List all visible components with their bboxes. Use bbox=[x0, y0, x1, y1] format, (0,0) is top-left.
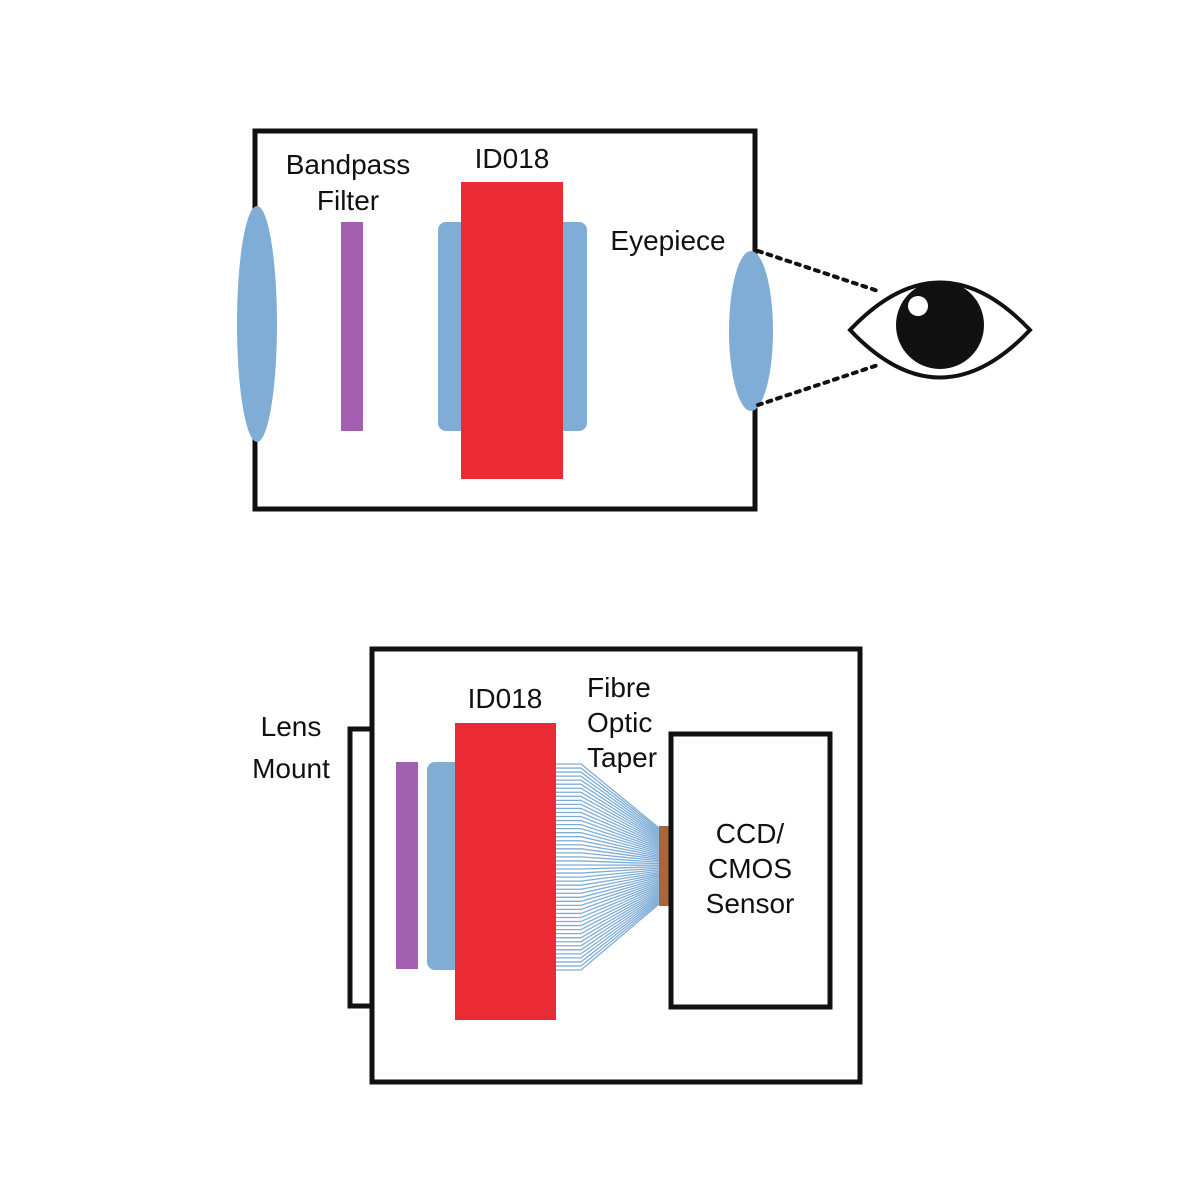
taper-fibre-line bbox=[556, 775, 660, 833]
sensor-coupling-plate bbox=[659, 826, 671, 906]
taper-fibre-line bbox=[556, 879, 660, 907]
taper-fibre-line bbox=[556, 860, 660, 865]
taper-fibre-line bbox=[556, 884, 660, 919]
bandpass-filter-label-line1: Bandpass bbox=[286, 149, 411, 180]
taper-fibre-line bbox=[556, 903, 660, 971]
eyepiece-lens bbox=[729, 251, 773, 411]
taper-fibre-line bbox=[556, 819, 660, 850]
taper-fibre-line bbox=[556, 779, 660, 835]
sensor-label-line2: CMOS bbox=[708, 853, 792, 884]
taper-fibre-line bbox=[556, 867, 660, 874]
taper-fibre-line bbox=[556, 900, 660, 963]
taper-fibre-line bbox=[556, 836, 660, 856]
taper-fibre-line bbox=[556, 878, 660, 902]
taper-fibre-line bbox=[556, 875, 660, 894]
taper-fibre-line bbox=[556, 872, 660, 886]
taper-fibre-line bbox=[556, 763, 660, 829]
taper-fibre-line bbox=[556, 902, 660, 967]
objective-lens bbox=[237, 206, 277, 442]
taper-fibre-line bbox=[556, 848, 660, 860]
taper-fibre-line bbox=[556, 881, 660, 911]
fibre-optic-taper bbox=[556, 763, 660, 971]
bottom-id018-tube bbox=[455, 723, 556, 1020]
taper-fibre-line bbox=[556, 827, 660, 853]
taper-fibre-line bbox=[556, 888, 660, 931]
taper-fibre-line bbox=[556, 896, 660, 951]
taper-fibre-line bbox=[556, 807, 660, 845]
sight-line-lower bbox=[756, 363, 880, 407]
taper-fibre-line bbox=[556, 852, 660, 862]
bandpass-filter bbox=[341, 222, 363, 431]
bottom-camera-diagram: Lens Mount ID018 Fibre Optic Taper CCD/ … bbox=[252, 646, 863, 1085]
taper-fibre-line bbox=[556, 885, 660, 923]
lens-mount bbox=[347, 726, 372, 1009]
taper-label-line1: Fibre bbox=[587, 672, 651, 703]
taper-fibre-line bbox=[556, 832, 660, 854]
eyepiece-label: Eyepiece bbox=[610, 225, 725, 256]
taper-fibre-line bbox=[556, 887, 660, 927]
eye-icon bbox=[847, 280, 1033, 380]
taper-fibre-line bbox=[556, 787, 660, 838]
taper-fibre-line bbox=[556, 893, 660, 943]
taper-fibre-line bbox=[556, 894, 660, 947]
taper-fibre-line bbox=[556, 897, 660, 955]
taper-fibre-line bbox=[556, 866, 660, 870]
taper-fibre-line bbox=[556, 823, 660, 851]
taper-label-line3: Taper bbox=[587, 742, 657, 773]
id018-label-top: ID018 bbox=[475, 143, 550, 174]
id018-label-bottom: ID018 bbox=[468, 683, 543, 714]
taper-fibre-line bbox=[556, 844, 660, 859]
taper-fibre-line bbox=[556, 840, 660, 857]
taper-label-line2: Optic bbox=[587, 707, 652, 738]
lens-mount-label-line1: Lens bbox=[261, 711, 322, 742]
bottom-bandpass-filter bbox=[396, 762, 418, 969]
taper-fibre-line bbox=[556, 876, 660, 898]
taper-fibre-line bbox=[556, 870, 660, 882]
taper-fibre-line bbox=[556, 869, 660, 878]
lens-mount-label-line2: Mount bbox=[252, 753, 330, 784]
id018-tube bbox=[461, 182, 563, 479]
taper-fibre-line bbox=[556, 899, 660, 959]
id018-window-right bbox=[557, 222, 587, 431]
taper-fibre-line bbox=[556, 811, 660, 847]
taper-fibre-line bbox=[556, 771, 660, 832]
taper-fibre-line bbox=[556, 890, 660, 935]
sensor-label-line1: CCD/ bbox=[716, 818, 785, 849]
id018-window-left bbox=[438, 222, 468, 431]
taper-fibre-line bbox=[556, 791, 660, 839]
bottom-housing bbox=[369, 646, 863, 1085]
taper-fibre-line bbox=[556, 803, 660, 844]
top-viewer-diagram: Bandpass Filter ID018 Eyepiece bbox=[237, 128, 1033, 512]
taper-fibre-line bbox=[556, 783, 660, 836]
taper-fibre-line bbox=[556, 799, 660, 842]
bandpass-filter-label-line2: Filter bbox=[317, 185, 379, 216]
taper-fibre-line bbox=[556, 891, 660, 939]
taper-fibre-line bbox=[556, 767, 660, 831]
taper-fibre-line bbox=[556, 882, 660, 915]
taper-fibre-line bbox=[556, 795, 660, 841]
sensor-label-line3: Sensor bbox=[706, 888, 795, 919]
sensor-box bbox=[668, 731, 833, 1010]
taper-fibre-line bbox=[556, 856, 660, 863]
taper-fibre-line bbox=[556, 815, 660, 848]
taper-fibre-line bbox=[556, 873, 660, 890]
sight-line-upper bbox=[756, 249, 880, 293]
